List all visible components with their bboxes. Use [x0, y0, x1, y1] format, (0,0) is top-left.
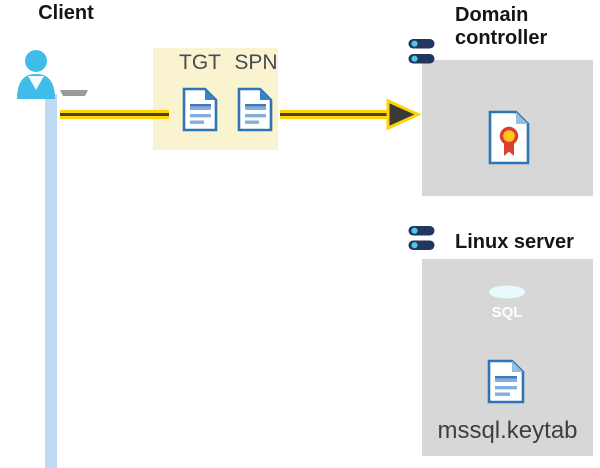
- client-lifeline: [45, 94, 57, 468]
- arrow-head: [386, 98, 422, 131]
- client-person-computer-icon: [17, 31, 102, 99]
- keytab-filename-label: mssql.keytab: [437, 417, 578, 444]
- arrow-shaft-left: [60, 110, 169, 119]
- arrow-shaft-right: [280, 110, 390, 119]
- person-head: [25, 50, 47, 72]
- request-arrow: [60, 98, 422, 131]
- linux-server-label: Linux server: [455, 231, 574, 253]
- monitor-stand: [65, 81, 83, 90]
- spn-label: SPN: [234, 51, 278, 74]
- server-icon: [403, 218, 440, 273]
- sql-database-icon: SQL: [489, 285, 525, 332]
- server-icon: [403, 30, 440, 89]
- sql-icon-label: SQL: [492, 304, 523, 321]
- spn-document-icon: [237, 87, 273, 132]
- keytab-document-icon: [487, 359, 525, 404]
- client-label: Client: [38, 2, 94, 24]
- tgt-document-icon: [182, 87, 218, 132]
- tgt-label: TGT: [179, 51, 221, 74]
- person-collar: [28, 76, 44, 90]
- monitor-base: [60, 90, 88, 96]
- certificate-icon: [488, 110, 530, 165]
- domain-controller-label: Domain controller: [455, 4, 548, 49]
